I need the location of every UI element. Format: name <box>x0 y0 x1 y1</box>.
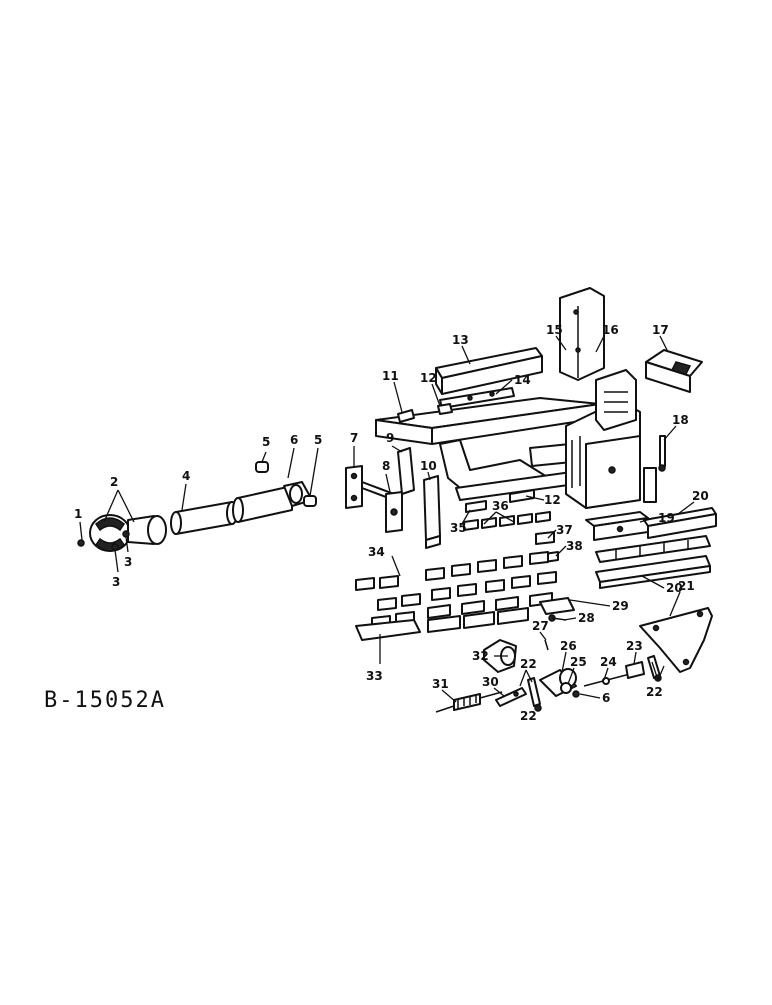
roller-26 <box>539 668 577 697</box>
spacer-35 <box>465 500 487 513</box>
gear-housing <box>565 399 657 509</box>
callout-33: 33 <box>366 669 383 683</box>
callout-7: 7 <box>350 431 358 445</box>
leader-lines <box>79 335 695 703</box>
bar-20-middle <box>595 535 711 563</box>
pin-22-left <box>527 677 542 712</box>
bolt-3b <box>111 543 119 551</box>
plate-37 <box>535 531 555 545</box>
callout-22-right: 22 <box>646 685 663 699</box>
bar-20-lower <box>595 555 711 589</box>
tool-bar-13 <box>435 347 543 395</box>
callout-3a: 3 <box>112 575 120 589</box>
skid-plate-33 <box>355 619 421 641</box>
frame-upper-rail <box>375 397 601 445</box>
callout-25: 25 <box>570 655 587 669</box>
callout-labels: 1 2 3 3 4 5 6 5 7 8 9 10 11 12 13 14 15 … <box>74 323 709 723</box>
spacer-23 <box>625 661 645 679</box>
callout-15: 15 <box>546 323 563 337</box>
shaft-tube-6 <box>232 481 313 523</box>
callout-28: 28 <box>578 611 595 625</box>
callout-8: 8 <box>382 459 390 473</box>
callout-30: 30 <box>482 675 499 689</box>
coupling-yoke <box>89 514 167 552</box>
skid-row-29 <box>427 597 575 633</box>
washer-6 <box>572 690 580 698</box>
callout-37: 37 <box>556 523 573 537</box>
plate-8 <box>385 491 403 533</box>
callout-5a: 5 <box>262 435 270 449</box>
callout-36: 36 <box>492 499 509 513</box>
callout-20b: 20 <box>666 581 683 595</box>
cover-17 <box>645 349 703 393</box>
callout-22-left: 22 <box>520 657 537 671</box>
bushing-5a <box>255 461 269 473</box>
spring-31 <box>435 691 503 713</box>
callout-1: 1 <box>74 507 82 521</box>
spacer-12a <box>437 403 453 415</box>
callout-27: 27 <box>532 619 549 633</box>
callout-13: 13 <box>452 333 469 347</box>
clip-row-36 <box>463 511 551 531</box>
callout-29: 29 <box>612 599 629 613</box>
callout-14: 14 <box>514 373 531 387</box>
callout-32: 32 <box>472 649 489 663</box>
bar-19 <box>585 511 649 541</box>
callout-4: 4 <box>182 469 190 483</box>
callout-19: 19 <box>658 511 675 525</box>
callout-6: 6 <box>290 433 298 447</box>
callout-38: 38 <box>566 539 583 553</box>
clip-11 <box>397 409 415 423</box>
callout-18: 18 <box>672 413 689 427</box>
callout-23: 23 <box>626 639 643 653</box>
bolt-18 <box>658 435 666 472</box>
plate-9 <box>397 447 415 495</box>
bolt-1 <box>77 539 85 547</box>
callout-20a: 20 <box>692 489 709 503</box>
ratchet-bracket <box>595 369 637 431</box>
callout-10: 10 <box>420 459 437 473</box>
callout-16: 16 <box>602 323 619 337</box>
bolt-28 <box>548 614 567 622</box>
callout-34: 34 <box>368 545 385 559</box>
rod-24 <box>583 673 631 687</box>
callout-11: 11 <box>382 369 399 383</box>
link-30 <box>495 687 527 707</box>
callout-24: 24 <box>600 655 617 669</box>
callout-22-bottom: 22 <box>520 709 537 723</box>
callout-26: 26 <box>560 639 577 653</box>
wear-plate-grid-34 <box>355 551 557 629</box>
upright-post-15-16 <box>559 287 605 381</box>
plate-10 <box>423 475 441 549</box>
callout-12b: 12 <box>544 493 561 507</box>
callout-9: 9 <box>386 431 394 445</box>
callout-5b: 5 <box>314 433 322 447</box>
callout-21: 21 <box>678 579 695 593</box>
bolt-3a <box>122 530 130 538</box>
bushing-5b <box>303 495 317 507</box>
bracket-21 <box>639 607 713 673</box>
drawing-number: B-15052A <box>44 688 166 713</box>
callout-12a: 12 <box>420 371 437 385</box>
callout-17: 17 <box>652 323 669 337</box>
callout-6b: 6 <box>602 691 610 705</box>
washer-25 <box>560 682 572 694</box>
callout-31: 31 <box>432 677 449 691</box>
bar-20-upper <box>643 507 717 539</box>
callout-2: 2 <box>110 475 118 489</box>
callout-3b: 3 <box>124 555 132 569</box>
shaft-tube-4 <box>170 501 238 535</box>
callout-35: 35 <box>450 521 467 535</box>
pin-27 <box>544 639 549 651</box>
